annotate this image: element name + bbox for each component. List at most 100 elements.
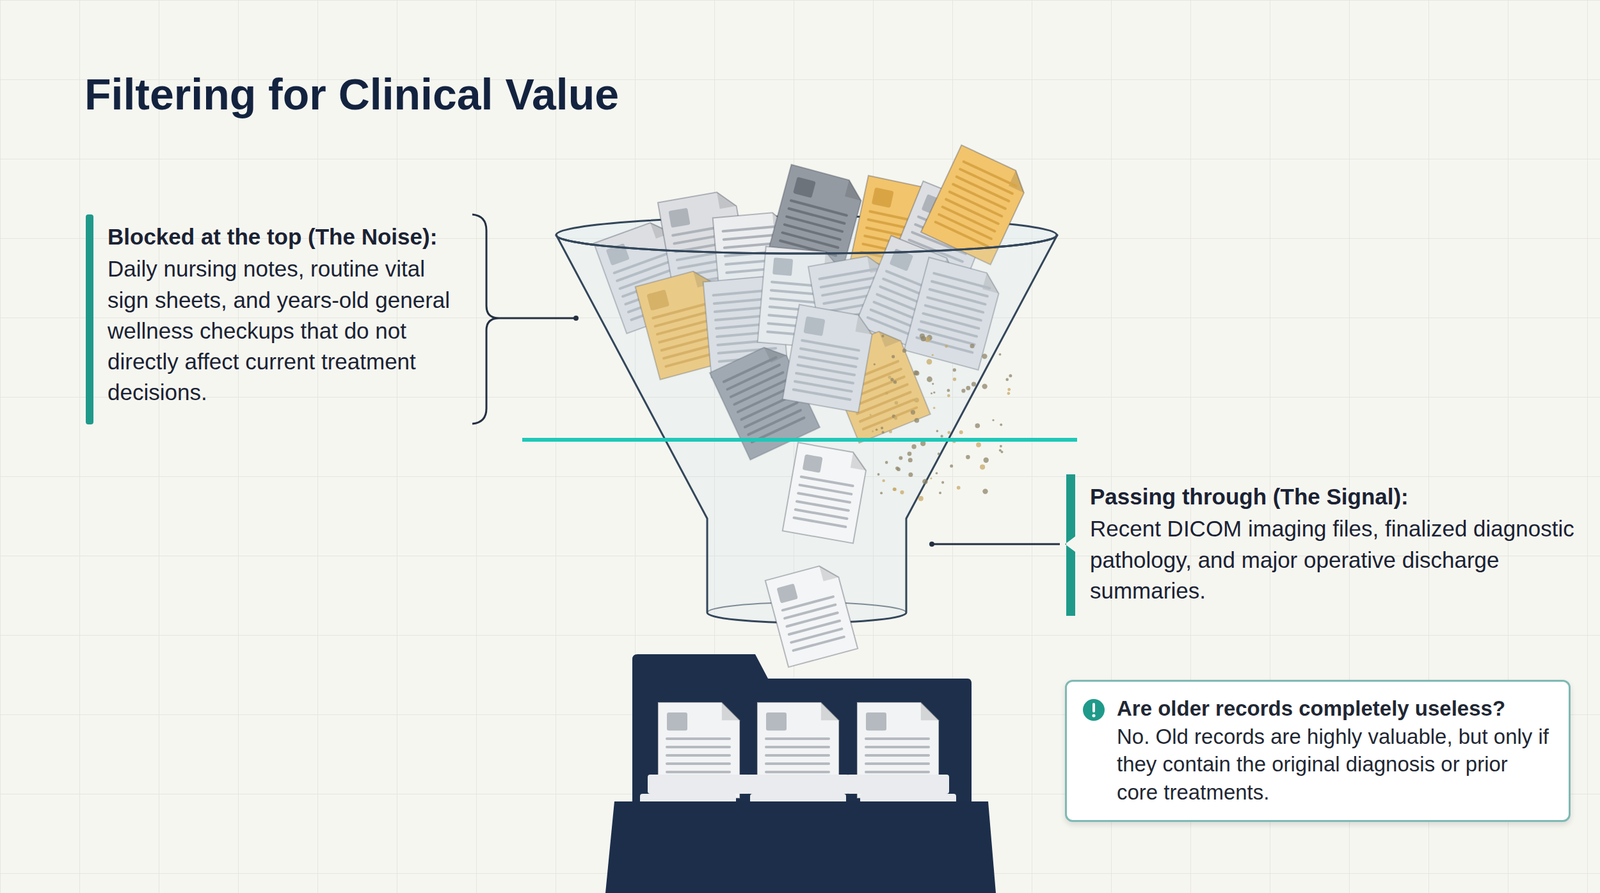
doc-part [794,517,847,527]
doc-part [723,225,781,232]
callout-heading: Blocked at the top (The Noise): [107,221,466,253]
dust-particle [935,471,939,475]
doc-part [844,179,866,201]
doc-part [766,762,829,765]
doc-part [865,753,929,757]
dust-particle [877,472,880,476]
dust-particle [1007,391,1011,395]
dust-particle [965,455,971,460]
dust-particle [882,479,886,482]
dust-particle [880,491,883,495]
dust-particle [1000,450,1004,454]
dust-particle [947,394,951,398]
dust-particle [992,419,994,422]
doc-part [850,452,870,472]
dust-particle [920,336,927,342]
leader-line [931,543,1060,546]
dust-particle [937,452,941,456]
dust-particle [885,460,889,464]
filter-line [522,437,1078,442]
dust-particle [982,488,988,494]
doc-part [666,712,688,731]
document-icon [765,561,858,667]
dust-particle [1008,374,1012,378]
doc-part [865,737,929,740]
doc-part [792,176,816,198]
dust-particle [892,487,896,491]
dust-particle [895,466,900,471]
dust-particle [952,377,957,381]
folder-tab [647,774,751,794]
folder-front [605,801,996,893]
dust-particle [926,359,933,365]
dust-particle [885,391,889,395]
dust-particle [888,430,893,434]
note-heading: Are older records completely useless? [1116,694,1552,723]
dust-particle [979,464,985,470]
leader-dot [929,541,935,547]
doc-part [666,770,730,774]
alert-dot [1092,714,1096,718]
doc-part [789,208,845,224]
dust-particle [947,389,951,393]
dust-particle [875,428,879,431]
dust-particle [873,362,876,365]
dust-particle [869,413,872,416]
dust-particle [893,380,897,384]
doc-part [865,762,929,765]
doc-part [796,501,849,511]
callout-bar [85,214,94,425]
dust-particle [890,377,894,381]
dust-particle [892,487,896,491]
document-icon [782,442,870,543]
doc-part [871,187,895,208]
alert-icon [1082,698,1106,722]
doc-part [801,476,854,486]
callout-body: Daily nursing notes, routine vital sign … [107,253,466,408]
doc-part [666,737,730,740]
alert-mark [1092,702,1096,713]
dust-particle [949,464,953,468]
dust-particle [981,383,987,389]
dust-particle [910,410,916,415]
doc-part [666,762,730,765]
doc-part [819,561,839,582]
dust-particle [956,485,961,490]
doc-part [766,745,829,749]
doc-part [798,492,850,502]
callout-bar [1064,474,1076,616]
doc-part [920,702,939,720]
dust-particle [975,423,981,429]
doc-part [865,745,929,749]
dust-particle [899,490,904,495]
dust-particle [952,368,957,372]
bracket [472,214,500,424]
dust-particle [970,343,975,349]
doc-part [795,509,848,519]
title: Filtering for Clinical Value [84,69,619,120]
dust-particle [908,457,913,463]
dust-particle [880,426,884,430]
dust-particle [911,444,916,449]
funnel-rim-front [556,234,1058,254]
dust-particle [1005,378,1009,382]
dust-particle [941,481,944,484]
doc-part [766,753,829,757]
dust-particle [947,430,951,434]
leader-line [499,317,576,320]
leader-dot [573,315,579,321]
dust-particle [930,392,933,395]
doc-part [782,232,838,248]
callout-heading: Passing through (The Signal): [1089,481,1577,512]
doc-part [1008,170,1032,193]
dust-particle [983,457,989,463]
dust-particle [894,400,899,405]
doc-part [865,712,887,731]
dust-particle [887,375,891,379]
doc-part [782,442,870,543]
dust-particle [944,344,948,349]
folder-tab [846,774,950,794]
dust-particle [938,491,942,495]
dust-particle [914,370,920,376]
